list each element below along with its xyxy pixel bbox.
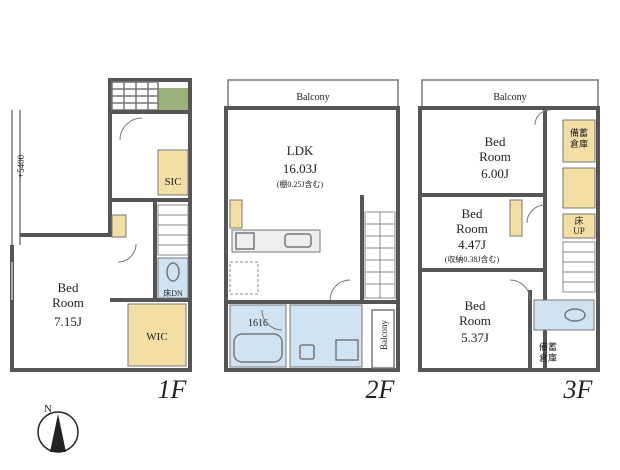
storage2-label: 備蓄倉庫 [539,341,557,363]
storage-room [562,119,596,163]
bed2-size: 4.47J [458,237,486,252]
stairs-1f [157,204,189,256]
greenery [158,88,188,110]
door-arc [534,109,551,126]
floor-3f-label: 3F [563,375,594,404]
door-arc [526,204,546,224]
fridge-space [229,261,259,295]
door-arc [119,117,143,141]
bathtub-icon [233,333,283,363]
washroom [289,304,363,368]
compass-label: N [44,403,52,415]
outer-wall-3f [418,106,600,372]
outer-wall [10,78,192,372]
bath-label: 1616 [248,318,268,329]
bathroom [229,304,287,368]
floor-2f-label: 2F [366,375,396,404]
sink-icon [284,233,312,248]
dimension-label: +5400 [16,154,26,178]
stairs-2f [364,211,396,299]
storage1-label: 備蓄倉庫 [570,127,588,149]
bed1-size: 6.00J [481,166,509,181]
bedroom-size: 7.15J [54,314,82,329]
ldk-label: LDK [287,143,314,158]
entrance-tiles [111,81,159,111]
stove-icon [235,232,255,250]
compass: N [37,403,79,453]
sic-room [157,149,189,196]
closet [509,199,523,237]
balcony-label: Balcony [296,92,329,103]
floor-2f: Balcony LDK 16.03J (棚0.25J含む) 161 [224,79,400,404]
ldk-note: (棚0.25J含む) [277,179,324,189]
toilet-icon [299,344,315,360]
sic-label: SIC [164,176,181,188]
door-arc [117,243,137,263]
floor-1f-label: 1F [158,375,188,404]
toilet-room [533,299,595,331]
side-balcony [371,309,395,369]
toilet-icon [564,308,586,322]
balcony-label: Balcony [493,92,526,103]
shoe-cabinet [111,214,127,238]
door-arc [509,279,531,301]
toilet-icon [166,262,180,282]
wic-room [127,303,187,367]
closet [562,167,596,209]
ldk-size: 16.03J [283,161,317,176]
wic-label: WIC [146,331,167,343]
washbasin-icon [335,339,359,361]
toilet-room [157,257,189,299]
side-balcony-label: Balcony [379,320,389,350]
bed3-size: 5.37J [461,330,489,345]
floor-1f: +5400 SIC [10,78,192,404]
shelf [229,199,243,229]
outer-wall-2f [224,106,400,372]
bed2-note: (収納0.38J含む) [445,254,500,264]
floor-up-room [562,213,596,239]
door-arc [329,279,351,301]
stairs-3f [562,241,596,293]
door-arc [261,309,283,331]
compass-arrow-icon [50,414,66,452]
storage-label: 床DN [163,288,183,298]
